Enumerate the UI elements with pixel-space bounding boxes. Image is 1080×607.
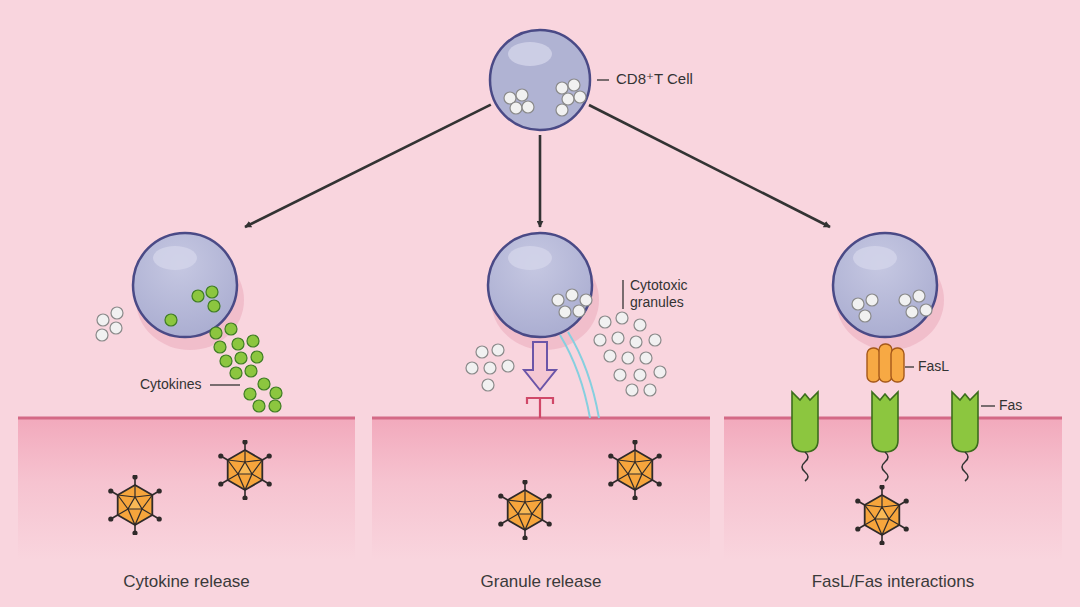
cytotoxic-granule bbox=[466, 362, 478, 374]
cytokine-particle bbox=[232, 338, 244, 350]
fasl-protein bbox=[867, 344, 904, 382]
cytotoxic-granule bbox=[502, 360, 514, 372]
callout-label: Cytotoxic granules bbox=[630, 277, 714, 311]
cytotoxic-granule bbox=[476, 346, 488, 358]
cytokine-particle bbox=[208, 300, 220, 312]
virus bbox=[108, 439, 909, 545]
cytotoxic-granule bbox=[866, 294, 878, 306]
cytotoxic-granule bbox=[852, 298, 864, 310]
cell-outline bbox=[488, 28, 592, 132]
cytokine-particle bbox=[192, 290, 204, 302]
exocytosis-arrow bbox=[524, 332, 599, 418]
cytokine-particle bbox=[220, 355, 232, 367]
cytotoxic-granule bbox=[634, 369, 646, 381]
cytotoxic-granule bbox=[612, 332, 624, 344]
cytotoxic-granule bbox=[649, 334, 661, 346]
cytotoxic-granule bbox=[634, 319, 646, 331]
cytotoxic-granule bbox=[559, 306, 571, 318]
leader-line bbox=[210, 80, 995, 406]
cytotoxic-granule bbox=[97, 314, 109, 326]
arrow-connector bbox=[245, 105, 491, 227]
cell-label: CD8⁺T Cell bbox=[616, 70, 693, 88]
cytotoxic-granule bbox=[920, 304, 932, 316]
arrow-connector bbox=[589, 105, 830, 227]
cytotoxic-granule bbox=[599, 316, 611, 328]
cytokine-particle bbox=[258, 378, 270, 390]
cytotoxic-granule bbox=[622, 352, 634, 364]
cytokine-particle bbox=[247, 335, 259, 347]
cytotoxic-granule bbox=[899, 294, 911, 306]
cytokine-particle bbox=[214, 341, 226, 353]
cytotoxic-granule bbox=[906, 306, 918, 318]
t-cell bbox=[133, 233, 944, 350]
cytotoxic-granule bbox=[111, 307, 123, 319]
cytokine-particle bbox=[251, 351, 263, 363]
cytotoxic-granule bbox=[644, 384, 656, 396]
cytotoxic-granule bbox=[594, 334, 606, 346]
callout-label: FasL bbox=[918, 358, 949, 375]
cytotoxic-granule bbox=[859, 310, 871, 322]
cytotoxic-granule bbox=[913, 290, 925, 302]
cytotoxic-granule bbox=[484, 362, 496, 374]
panel-caption: FasL/Fas interactions bbox=[724, 572, 1062, 592]
cytokine-particle bbox=[245, 365, 257, 377]
cytotoxic-granule bbox=[492, 344, 504, 356]
cytokine-particle bbox=[210, 327, 222, 339]
cytotoxic-granule bbox=[580, 294, 592, 306]
fas-receptor bbox=[792, 392, 978, 481]
mechanism-panel: FasL/Fas interactions bbox=[724, 228, 1062, 600]
t-cell: CD8⁺T Cell bbox=[488, 28, 592, 132]
cytokine-particle bbox=[165, 314, 177, 326]
cytotoxic-granule bbox=[604, 350, 616, 362]
cytokine-particle bbox=[269, 400, 281, 412]
cytotoxic-granule bbox=[573, 305, 585, 317]
cytokine-particle bbox=[270, 387, 282, 399]
cytokine-particle bbox=[225, 323, 237, 335]
callout-label: Cytokines bbox=[140, 376, 201, 393]
cytotoxic-granule bbox=[552, 294, 564, 306]
cytotoxic-granule bbox=[482, 379, 494, 391]
cytokine-particle bbox=[253, 400, 265, 412]
cytotoxic-granule bbox=[640, 352, 652, 364]
cytotoxic-granule bbox=[110, 322, 122, 334]
cytotoxic-granule bbox=[654, 366, 666, 378]
callout-label: Fas bbox=[999, 397, 1022, 414]
panel-caption: Cytokine release bbox=[18, 572, 355, 592]
panel-caption: Granule release bbox=[372, 572, 710, 592]
cytokine-particle bbox=[230, 367, 242, 379]
cytokine-particle bbox=[206, 286, 218, 298]
tissue-band bbox=[18, 418, 1062, 560]
cytotoxic-granule bbox=[626, 384, 638, 396]
mechanism-panel: Cytokine release bbox=[18, 228, 355, 600]
cytotoxic-granule bbox=[616, 312, 628, 324]
granules bbox=[96, 286, 932, 412]
cytotoxic-granule bbox=[630, 336, 642, 348]
cytokine-particle bbox=[235, 352, 247, 364]
arrow-connector bbox=[539, 135, 542, 227]
cytotoxic-granule bbox=[96, 329, 108, 341]
cytotoxic-granule bbox=[566, 289, 578, 301]
cytokine-particle bbox=[244, 388, 256, 400]
cytotoxic-granule bbox=[614, 369, 626, 381]
